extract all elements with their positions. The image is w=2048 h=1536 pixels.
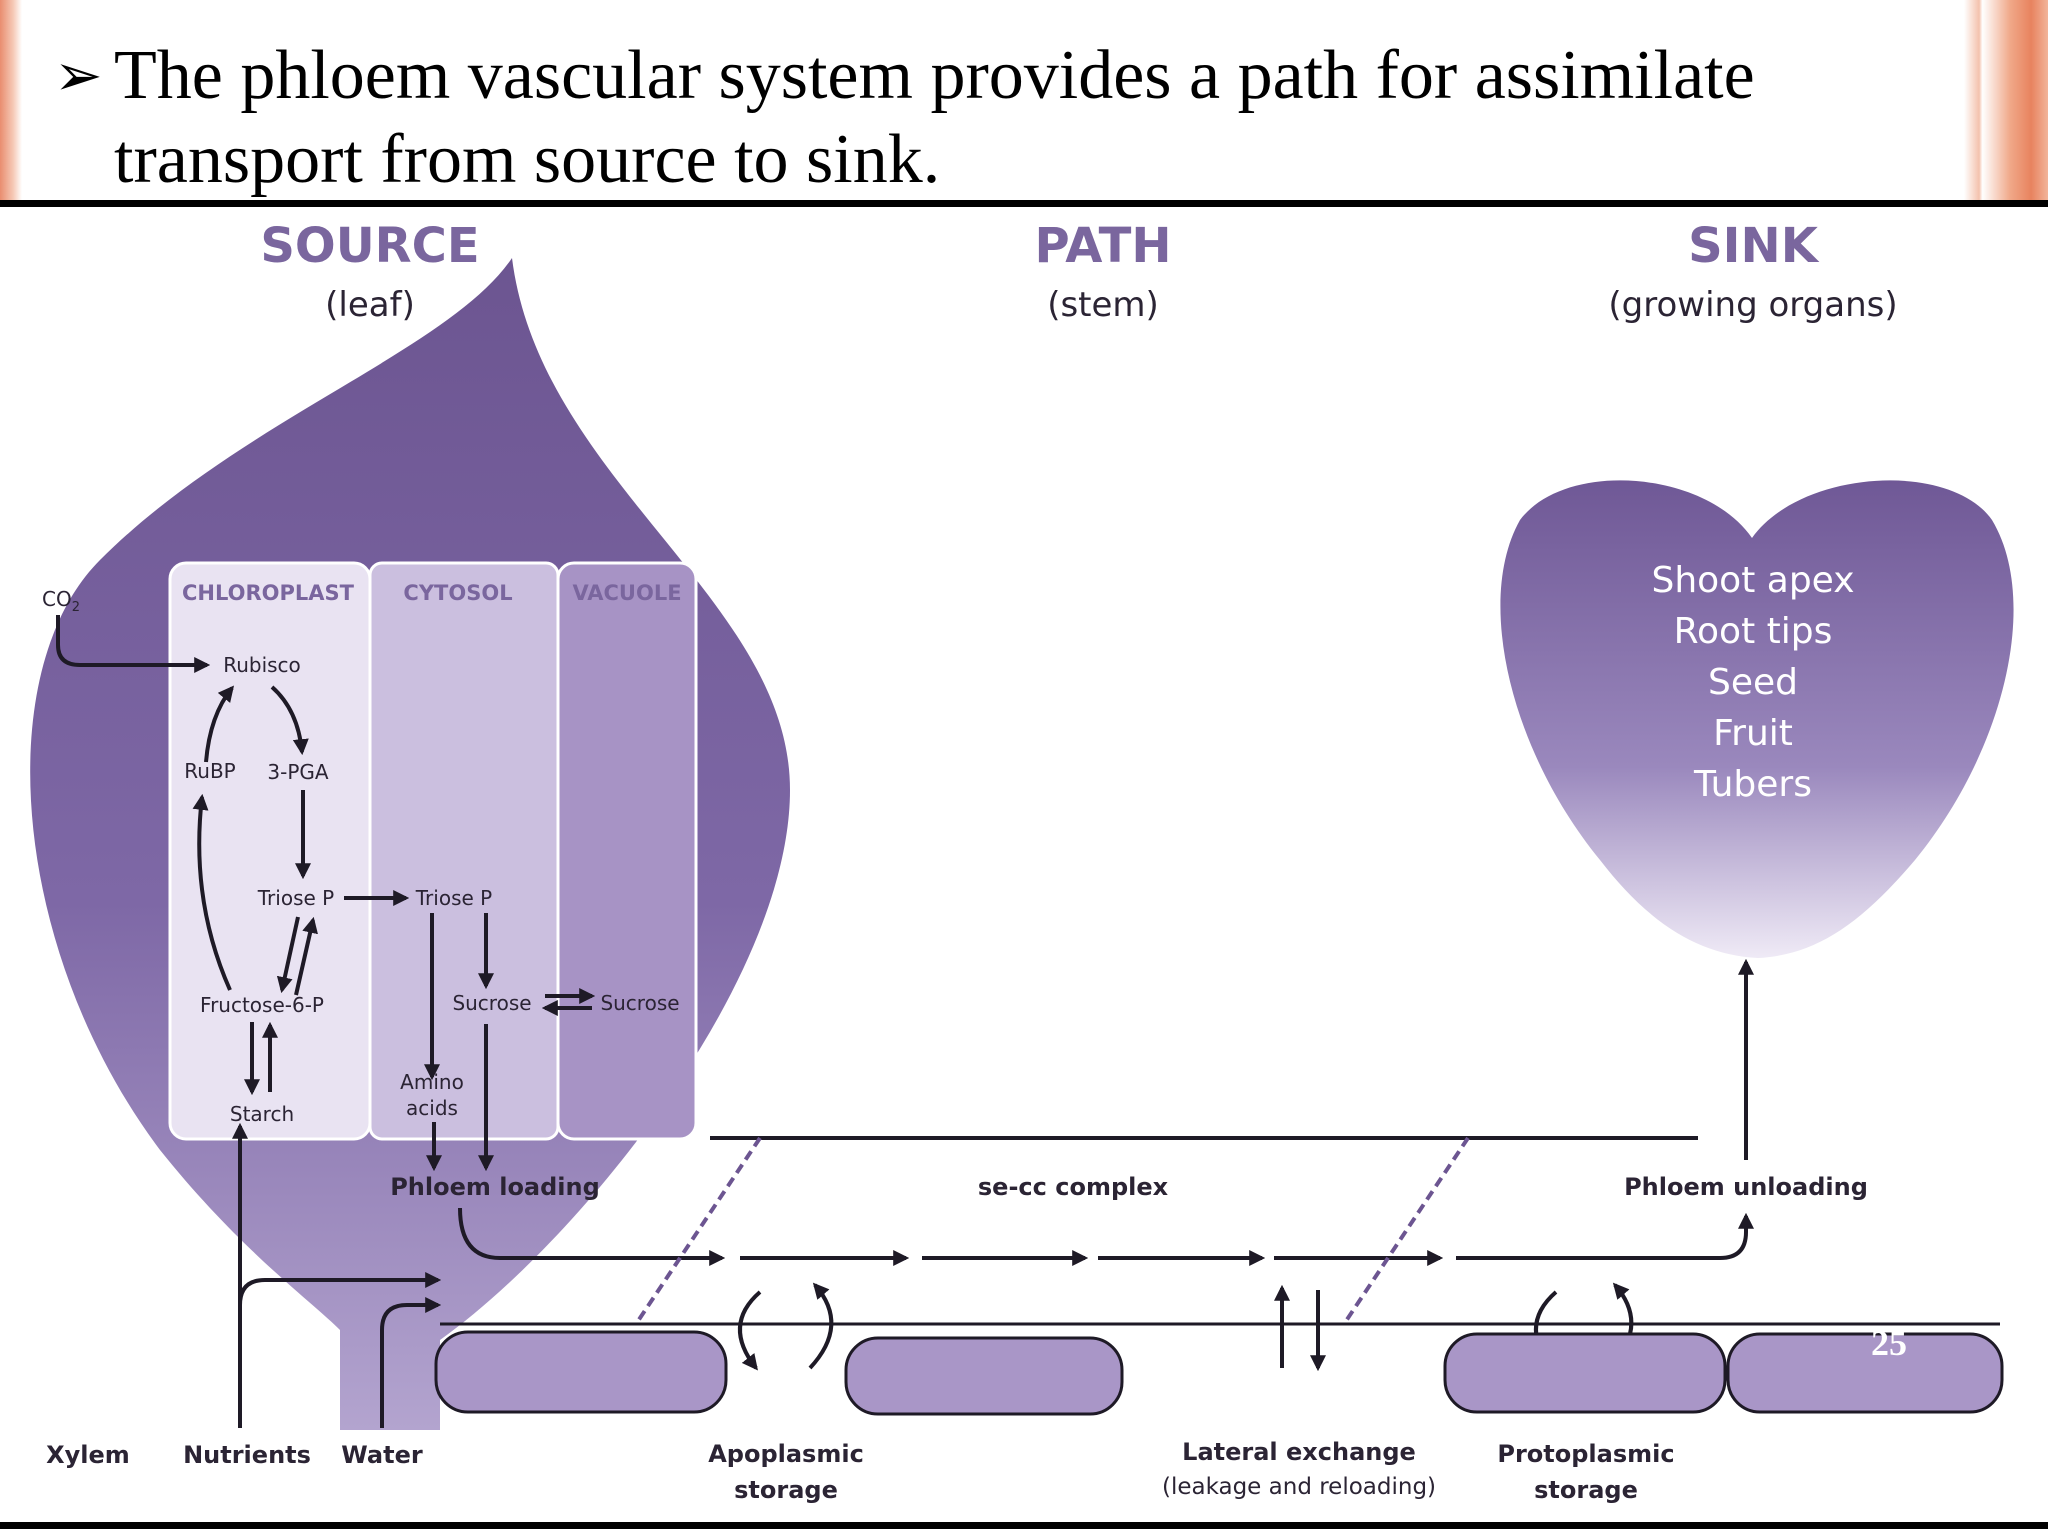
phloem-pathway (440, 958, 2000, 1372)
sink-organ-seed: Seed (1708, 662, 1798, 703)
cytosol-label: CYTOSOL (403, 581, 512, 605)
sink-subheading: (growing organs) (1608, 285, 1897, 325)
phloem-transport-diagram: SOURCE (leaf) PATH (stem) SINK (growing … (30, 218, 2014, 1504)
slide-page-number: 25 (1871, 1323, 1907, 1363)
nutrients-label: Nutrients (183, 1441, 311, 1469)
lateral-exchange-label-line1: Lateral exchange (1182, 1438, 1416, 1466)
apoplasmic-storage-cell (434, 1330, 728, 1414)
amino-acids-label-line2: acids (406, 1096, 458, 1120)
fructose-6-p-label: Fructose-6-P (200, 993, 324, 1017)
arrowhead-bullet-icon: ➢ (54, 43, 103, 108)
3-pga-label: 3-PGA (267, 760, 329, 784)
rubisco-label: Rubisco (223, 653, 301, 677)
co2-to-rubisco-arrow (56, 615, 211, 673)
sink-organ-fruit: Fruit (1713, 713, 1793, 754)
starch-label: Starch (230, 1102, 294, 1126)
phloem-loading-label: Phloem loading (390, 1173, 600, 1201)
vacuole-compartment (556, 561, 698, 1141)
path-heading: PATH (1034, 218, 1171, 274)
apoplasmic-storage-label-line1: Apoplasmic (708, 1440, 864, 1468)
phloem-unloading-label: Phloem unloading (1624, 1173, 1868, 1201)
path-subheading: (stem) (1047, 285, 1159, 325)
lateral-exchange-label-line2: (leakage and reloading) (1162, 1474, 1436, 1500)
protoplasmic-storage-label-line1: Protoplasmic (1497, 1440, 1674, 1468)
cytosol-compartment (368, 561, 560, 1141)
sink-organ-shoot-apex: Shoot apex (1651, 560, 1854, 601)
sucrose-cytosol-label: Sucrose (452, 991, 531, 1015)
xylem-label: Xylem (46, 1441, 130, 1469)
triose-p-cytosol-label: Triose P (415, 886, 492, 910)
source-heading: SOURCE (260, 218, 479, 274)
chloroplast-label: CHLOROPLAST (182, 581, 355, 605)
slide-decoration-right (1964, 0, 2048, 204)
water-label: Water (341, 1441, 423, 1469)
vacuole-label: VACUOLE (572, 581, 681, 605)
sink-organ-shape (1500, 480, 2014, 958)
slide-decoration-left (0, 0, 22, 204)
top-rule (0, 200, 2048, 207)
protoplasmic-storage-cell-2 (1726, 1332, 2004, 1414)
sieve-plates (634, 1136, 1470, 1326)
sucrose-vacuole-label: Sucrose (600, 991, 679, 1015)
triose-p-chloroplast-label: Triose P (257, 886, 334, 910)
xylem-arrows (232, 1122, 442, 1428)
protoplasmic-storage-cell-1 (1443, 1332, 1727, 1414)
se-cc-complex-label: se-cc complex (978, 1173, 1169, 1201)
source-subheading: (leaf) (325, 285, 415, 325)
metabolic-arrows (192, 685, 596, 1172)
apoplasmic-storage-label-line2: storage (734, 1476, 838, 1504)
co2-label: CO2 (42, 587, 80, 615)
stem-storage-cell (844, 1336, 1124, 1416)
protoplasmic-storage-label-line2: storage (1534, 1476, 1638, 1504)
bullet-text: The phloem vascular system provides a pa… (114, 37, 1755, 198)
sink-organ-tubers: Tubers (1693, 764, 1812, 805)
sink-heading: SINK (1688, 218, 1820, 274)
rubp-label: RuBP (184, 759, 235, 783)
bottom-rule (0, 1522, 2048, 1529)
sink-organ-root-tips: Root tips (1674, 611, 1833, 652)
